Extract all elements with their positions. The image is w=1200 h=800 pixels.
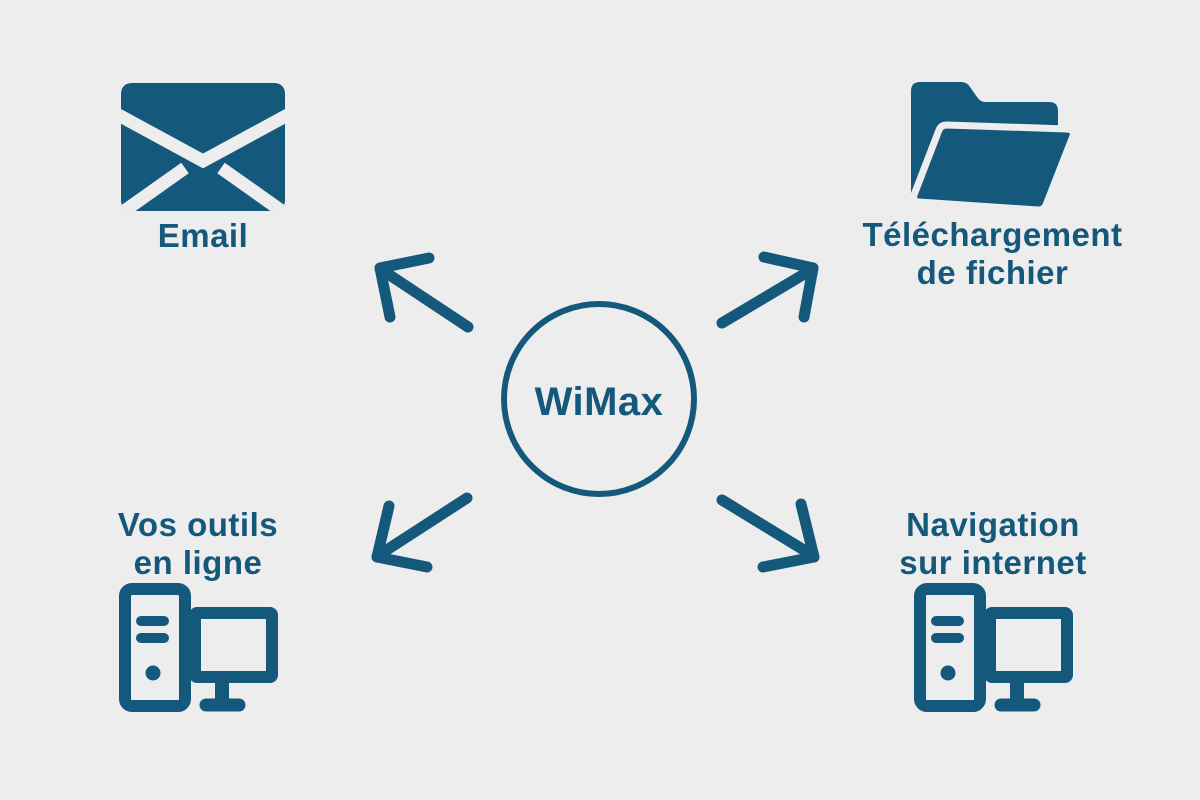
folder-back (910, 82, 1058, 196)
node-navigation: Navigation sur internet (878, 506, 1108, 712)
wimax-label: WiMax (535, 380, 664, 424)
open-folder-icon (909, 82, 1077, 212)
node-tools: Vos outils en ligne (83, 506, 313, 712)
arrow-top-left (374, 252, 474, 333)
tower-button (940, 665, 955, 681)
arrow-top-right (716, 251, 819, 329)
desktop-computer-icon (118, 583, 278, 712)
envelope-icon (121, 83, 285, 211)
desktop-computer-icon (913, 583, 1073, 712)
wimax-circle (501, 301, 697, 497)
monitor (188, 607, 278, 683)
email-label: Email (157, 217, 249, 254)
navigation-label: Navigation sur internet (899, 506, 1087, 581)
computer-tower (913, 583, 986, 712)
tower-button (145, 665, 160, 681)
tools-label: Vos outils en ligne (117, 506, 279, 581)
folder-front-flap (909, 121, 1077, 212)
monitor (983, 607, 1073, 683)
arrow-bottom-left (371, 492, 473, 573)
node-download: Téléchargement de fichier (840, 80, 1145, 292)
computer-tower (118, 583, 191, 712)
download-label: Téléchargement de fichier (862, 216, 1123, 291)
node-email: Email (83, 83, 323, 255)
arrow-bottom-right (716, 494, 820, 573)
